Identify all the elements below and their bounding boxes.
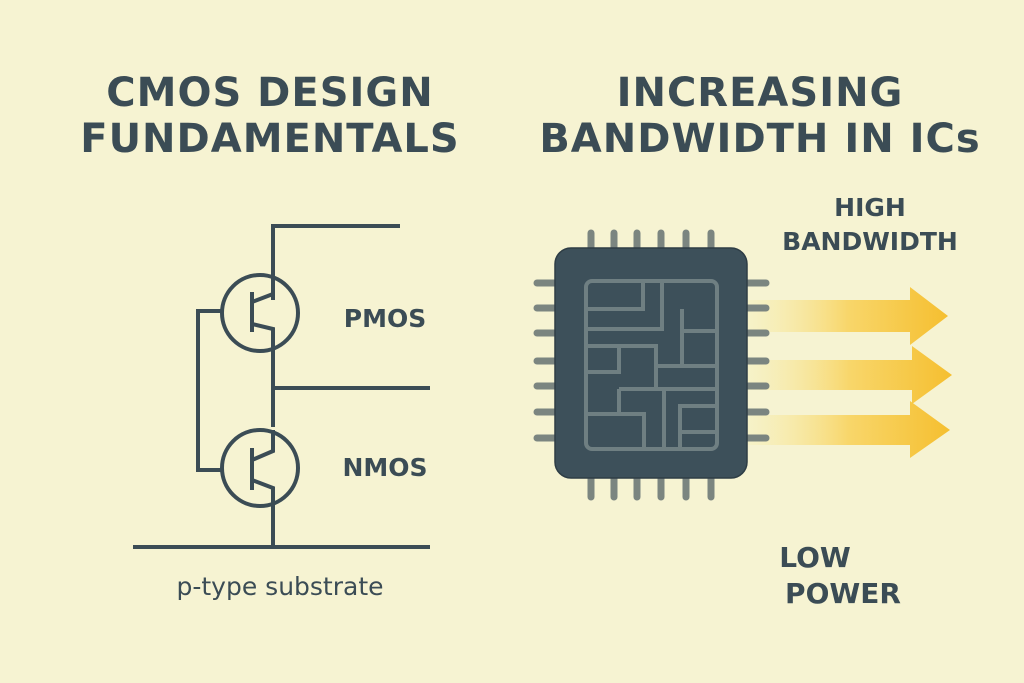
pmos-transistor-symbol <box>220 273 300 353</box>
nmos-transistor-symbol <box>220 428 300 508</box>
high-bandwidth-line-2: BANDWIDTH <box>782 227 958 256</box>
arrow-1 <box>748 287 948 345</box>
ic-chip <box>533 229 770 501</box>
left-title-line-2: FUNDAMENTALS <box>80 116 460 162</box>
high-bandwidth-line-1: HIGH <box>834 193 906 222</box>
nmos-label: NMOS <box>342 453 428 482</box>
left-title-line-1: CMOS DESIGN <box>106 70 434 116</box>
gate-wire <box>196 309 222 472</box>
low-power-line-1: LOW <box>779 541 851 574</box>
chip-die-traces <box>584 279 719 451</box>
right-title-line-1: INCREASING <box>616 70 904 116</box>
right-title-line-2: BANDWIDTH IN ICs <box>539 116 981 162</box>
low-power-line-2: POWER <box>785 577 901 610</box>
arrow-3 <box>748 401 950 458</box>
substrate-label: p-type substrate <box>176 572 384 601</box>
cmos-circuit <box>133 224 430 549</box>
arrow-2 <box>748 346 952 404</box>
pmos-label: PMOS <box>343 304 427 333</box>
chip-body <box>554 247 748 479</box>
bandwidth-arrows <box>748 287 952 458</box>
